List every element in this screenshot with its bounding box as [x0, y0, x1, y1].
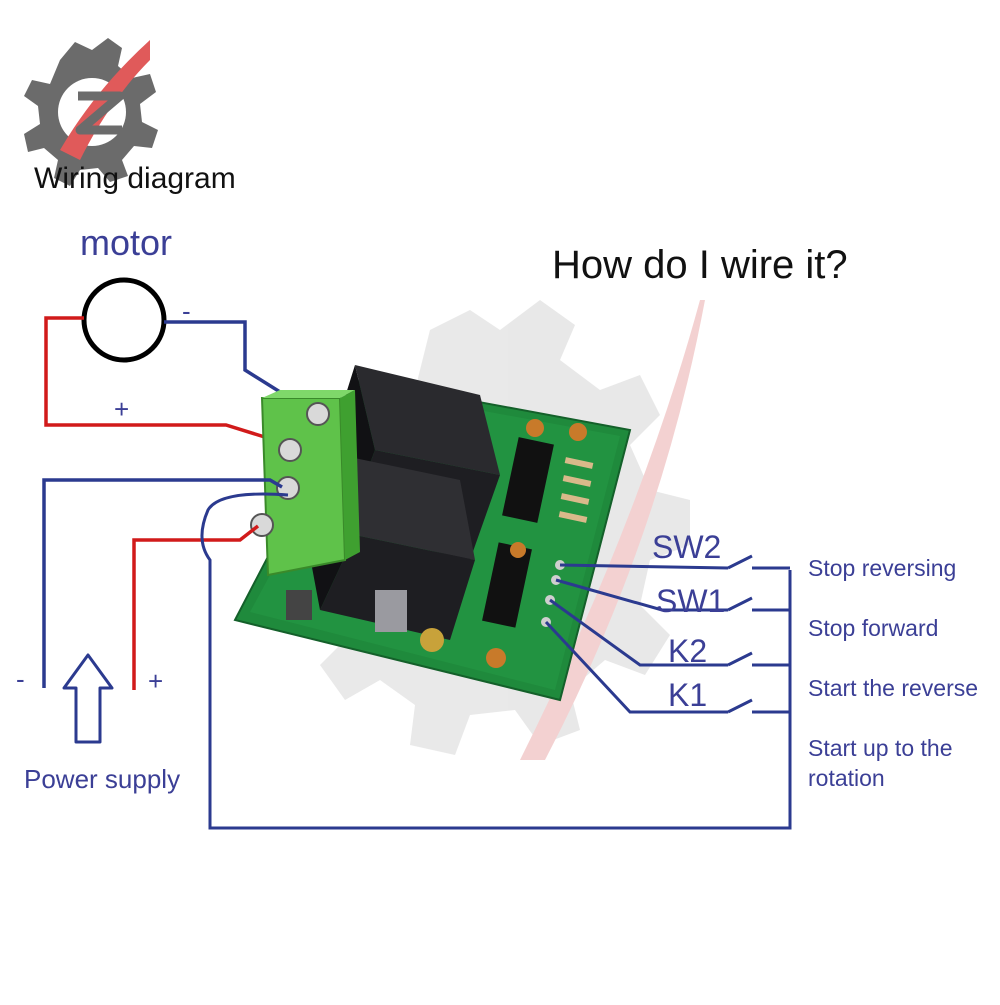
terminal-screw-2	[278, 438, 302, 462]
terminal-screw-1	[306, 402, 330, 426]
power-plus-wire	[132, 524, 260, 690]
sw1-wire	[555, 578, 728, 612]
switch-label-k1: K1	[668, 677, 707, 713]
capacitor	[510, 542, 526, 558]
common-return-wire	[200, 492, 792, 830]
motor-label: motor	[80, 222, 172, 263]
question-text: How do I wire it?	[552, 243, 848, 287]
power-minus-wire	[42, 478, 283, 688]
capacitor	[526, 419, 544, 437]
voltage-regulator	[375, 590, 407, 632]
switch-wires	[544, 554, 790, 714]
k2-wire	[549, 598, 728, 667]
screw-terminal-block	[250, 390, 360, 577]
gear-logo-icon	[24, 38, 158, 186]
function-label-sw1: Stop forward	[808, 615, 938, 641]
switch-label-sw2: SW2	[652, 529, 721, 565]
capacitor	[569, 423, 587, 441]
transistor	[286, 590, 312, 620]
motor-minus-label: -	[182, 296, 191, 326]
power-supply-label: Power supply	[24, 764, 180, 794]
function-label-k1-line1: Start up to the	[808, 735, 952, 761]
ic-chip-2	[482, 542, 532, 628]
terminal-screw-4	[250, 513, 274, 537]
switch-label-sw1: SW1	[656, 583, 725, 619]
function-label-sw2: Stop reversing	[808, 555, 956, 581]
capacitor	[420, 628, 444, 652]
power-minus-label: -	[16, 664, 25, 694]
sw2-wire	[559, 563, 729, 570]
up-arrow-icon	[62, 653, 114, 744]
motor-symbol	[81, 277, 167, 363]
motor-plus-wire	[44, 316, 301, 450]
ic-chip-1	[502, 437, 554, 523]
motor-plus-label: +	[114, 394, 129, 424]
page-title: Wiring diagram	[34, 162, 236, 195]
capacitor	[486, 648, 506, 668]
function-label-k2: Start the reverse	[808, 675, 978, 701]
power-plus-label: +	[148, 666, 163, 696]
function-label-k1-line2: rotation	[808, 765, 885, 791]
switch-label-k2: K2	[668, 633, 707, 669]
k1-wire	[544, 620, 728, 714]
